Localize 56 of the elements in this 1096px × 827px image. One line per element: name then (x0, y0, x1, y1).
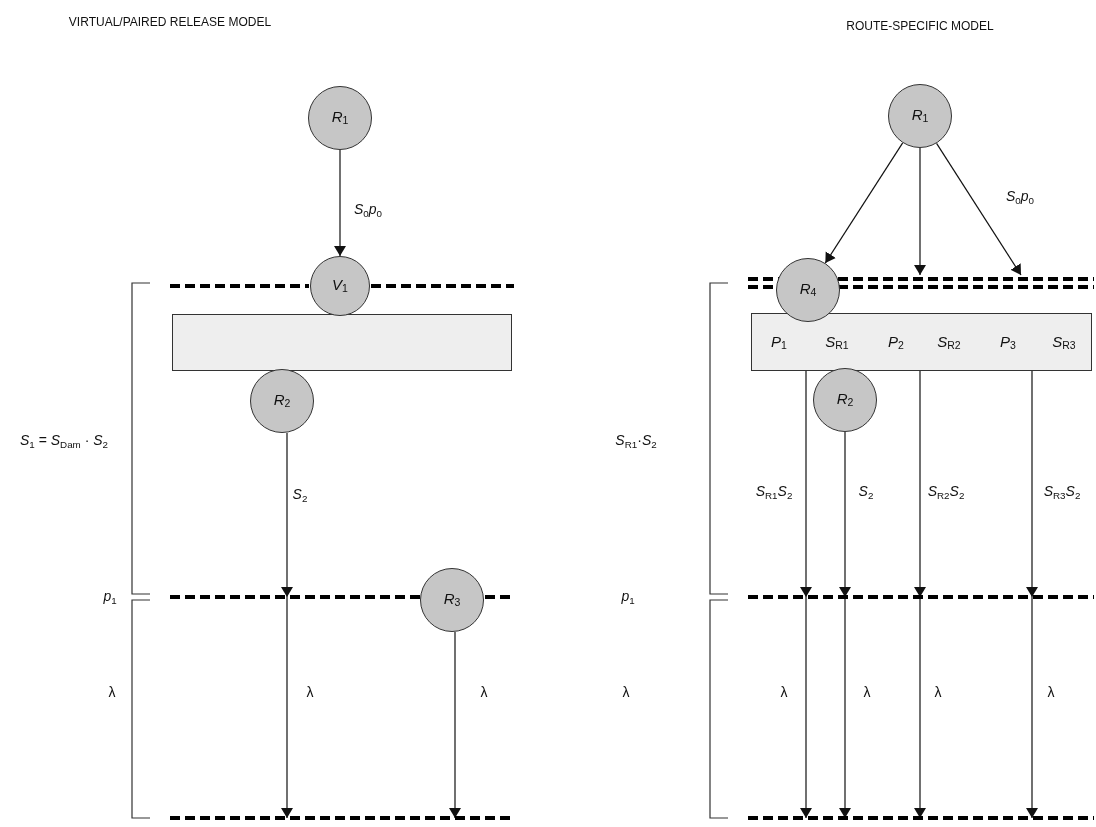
node-label: R$_{1}$ (910, 105, 930, 125)
dam-box (172, 314, 512, 371)
edge-label: λ (478, 684, 490, 700)
edge-label: λ (932, 684, 944, 700)
arrow (839, 431, 851, 598)
bracket-label: λ (108, 684, 116, 700)
edge-label: λ (778, 684, 790, 700)
arrow (334, 149, 346, 257)
edge-label: S$_{0}$p$_{0}$ (352, 201, 384, 219)
bracket-label: p$_{1}$ (621, 588, 635, 606)
arrow (281, 596, 293, 819)
panel-heading: VIRTUAL/PAIRED RELEASE MODEL (68, 15, 272, 29)
edge-label: S$_{R1}$S$_{2}$ (753, 483, 795, 501)
node-label: R$_{4}$ (798, 279, 818, 299)
route-label: P$_{3}$ (1000, 332, 1016, 352)
node-label: R$_{3}$ (442, 589, 462, 609)
dashed-line (170, 283, 309, 289)
reservoir-circle (310, 256, 370, 316)
arrow (281, 432, 293, 598)
arrow (824, 142, 904, 264)
arrow (935, 142, 1022, 276)
edge-label: λ (861, 684, 873, 700)
route-label: P$_{1}$ (771, 332, 787, 352)
arrow (839, 596, 851, 819)
dashed-line (371, 283, 514, 289)
panel-heading: ROUTE-SPECIFIC MODEL (846, 19, 994, 33)
arrow (914, 147, 926, 276)
node-label: R$_{2}$ (272, 390, 292, 410)
arrow (800, 370, 812, 598)
route-label: S$_{R1}$ (825, 332, 849, 352)
arrow (914, 596, 926, 819)
route-label: S$_{R3}$ (1052, 332, 1076, 352)
route-box (751, 313, 1092, 371)
dashed-line (748, 594, 1094, 600)
edge-label: λ (304, 684, 316, 700)
node-label: R$_{2}$ (835, 389, 855, 409)
arrow (914, 370, 926, 598)
bracket-label: p$_{1}$ (103, 588, 117, 606)
route-label: P$_{2}$ (888, 332, 904, 352)
bracket-label: S$_{R1}$·S$_{2}$ (615, 432, 657, 450)
edge-label: S$_{2}$ (290, 486, 310, 504)
arrow (1026, 370, 1038, 598)
edge-label: S$_{0}$p$_{0}$ (1004, 188, 1036, 206)
node-label: V$_{1}$ (331, 275, 349, 295)
route-label: S$_{R2}$ (937, 332, 961, 352)
edge-label: λ (1045, 684, 1057, 700)
node-label: R$_{1}$ (330, 107, 350, 127)
arrow (1026, 596, 1038, 819)
dashed-line (748, 815, 1094, 821)
edge-label: S$_{R2}$S$_{2}$ (925, 483, 967, 501)
arrow (449, 631, 461, 819)
arrow (800, 596, 812, 819)
bracket-label: λ (622, 684, 630, 700)
edge-label: S$_{R3}$S$_{2}$ (1041, 483, 1083, 501)
edge-label: S$_{2}$ (856, 483, 876, 501)
bracket-label: S$_{1}$ = S$_{Dam}$ · S$_{2}$ (20, 432, 108, 450)
